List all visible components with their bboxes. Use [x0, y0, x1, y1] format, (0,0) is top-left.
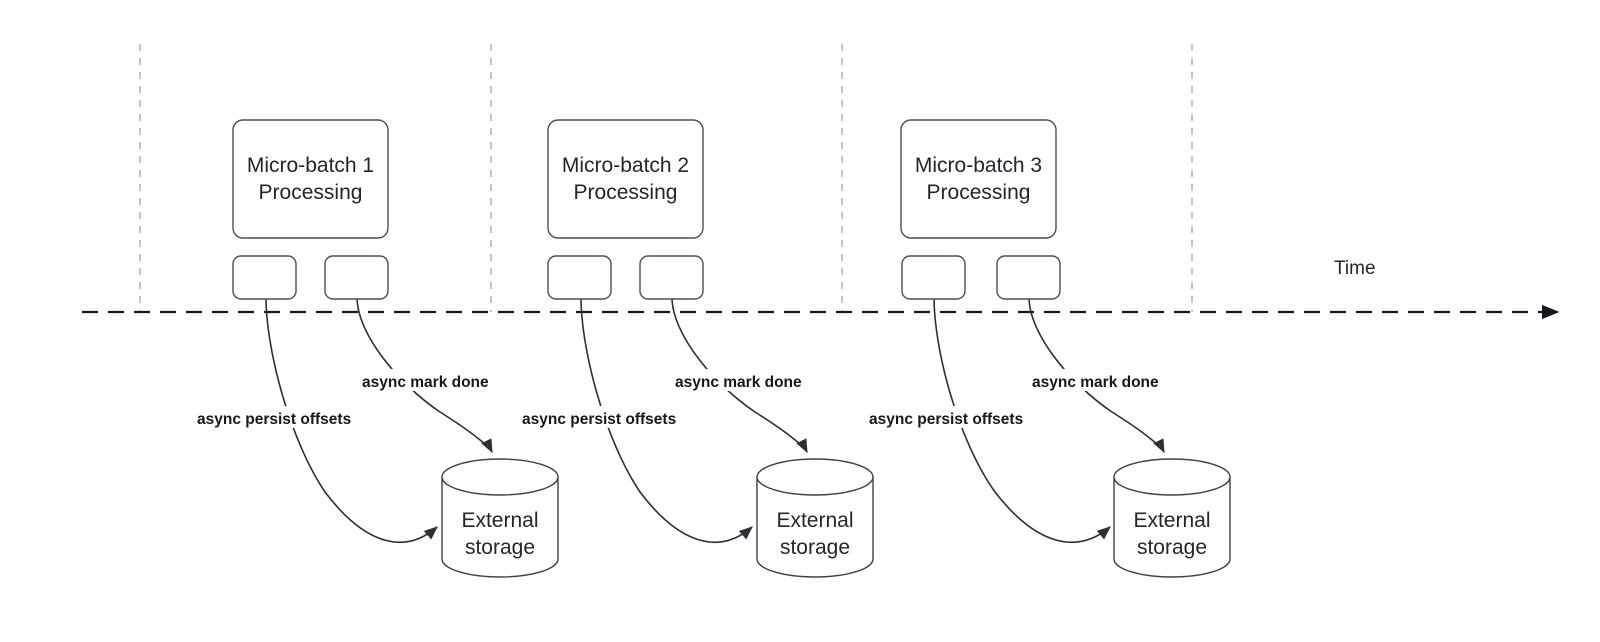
- micro-batch-group-2: Micro-batch 2 Processing External storag…: [519, 119, 874, 578]
- external-storage-2-line1: External: [776, 509, 853, 532]
- edge-label-mark-2-text: async mark done: [675, 374, 802, 391]
- task-box-3b[interactable]: [996, 255, 1061, 300]
- external-storage-1[interactable]: External storage: [441, 458, 559, 578]
- external-storage-3-line1: External: [1133, 509, 1210, 532]
- process-box-2-line1: Micro-batch 2: [562, 154, 689, 177]
- edge-label-mark-1-text: async mark done: [362, 374, 489, 391]
- edge-label-mark-2: async mark done: [673, 369, 815, 391]
- external-storage-2-line2: storage: [780, 536, 850, 559]
- external-storage-2[interactable]: External storage: [756, 458, 874, 578]
- process-box-2[interactable]: Micro-batch 2 Processing: [547, 119, 704, 239]
- external-storage-1-line2: storage: [465, 536, 535, 559]
- edge-label-mark-1: async mark done: [360, 369, 502, 391]
- task-box-1b[interactable]: [324, 255, 389, 300]
- process-box-3[interactable]: Micro-batch 3 Processing: [900, 119, 1057, 239]
- edge-label-mark-3: async mark done: [1030, 369, 1172, 391]
- task-box-2b[interactable]: [639, 255, 704, 300]
- external-storage-3-line2: storage: [1137, 536, 1207, 559]
- external-storage-1-line1: External: [461, 509, 538, 532]
- process-box-1[interactable]: Micro-batch 1 Processing: [232, 119, 389, 239]
- external-storage-3[interactable]: External storage: [1113, 458, 1231, 578]
- edge-persist-2: [580, 296, 753, 543]
- process-box-3-line1: Micro-batch 3: [915, 154, 1042, 177]
- process-box-1-line2: Processing: [259, 181, 363, 204]
- edge-label-persist-3: async persist offsets: [866, 406, 1046, 428]
- edge-label-persist-3-text: async persist offsets: [869, 411, 1023, 428]
- process-box-2-line2: Processing: [574, 181, 678, 204]
- boundary-guides: [139, 44, 1193, 312]
- edge-label-mark-3-text: async mark done: [1032, 374, 1159, 391]
- task-box-2a[interactable]: [547, 255, 612, 300]
- edge-mark-2: [671, 296, 808, 454]
- edge-label-persist-2: async persist offsets: [519, 406, 699, 428]
- edge-label-persist-2-text: async persist offsets: [522, 411, 676, 428]
- task-box-1a[interactable]: [232, 255, 297, 300]
- edge-persist-3: [933, 296, 1111, 543]
- micro-batch-group-3: Micro-batch 3 Processing External storag…: [866, 119, 1231, 578]
- process-box-3-line2: Processing: [927, 181, 1031, 204]
- edge-mark-1: [356, 296, 493, 454]
- micro-batch-group-1: Micro-batch 1 Processing External storag…: [194, 119, 559, 578]
- task-box-3a[interactable]: [901, 255, 966, 300]
- process-box-1-line1: Micro-batch 1: [247, 154, 374, 177]
- edge-label-persist-1: async persist offsets: [194, 406, 374, 428]
- time-axis-label: Time: [1334, 258, 1376, 279]
- edge-mark-3: [1028, 296, 1165, 454]
- edge-label-persist-1-text: async persist offsets: [197, 411, 351, 428]
- edge-persist-1: [265, 296, 438, 543]
